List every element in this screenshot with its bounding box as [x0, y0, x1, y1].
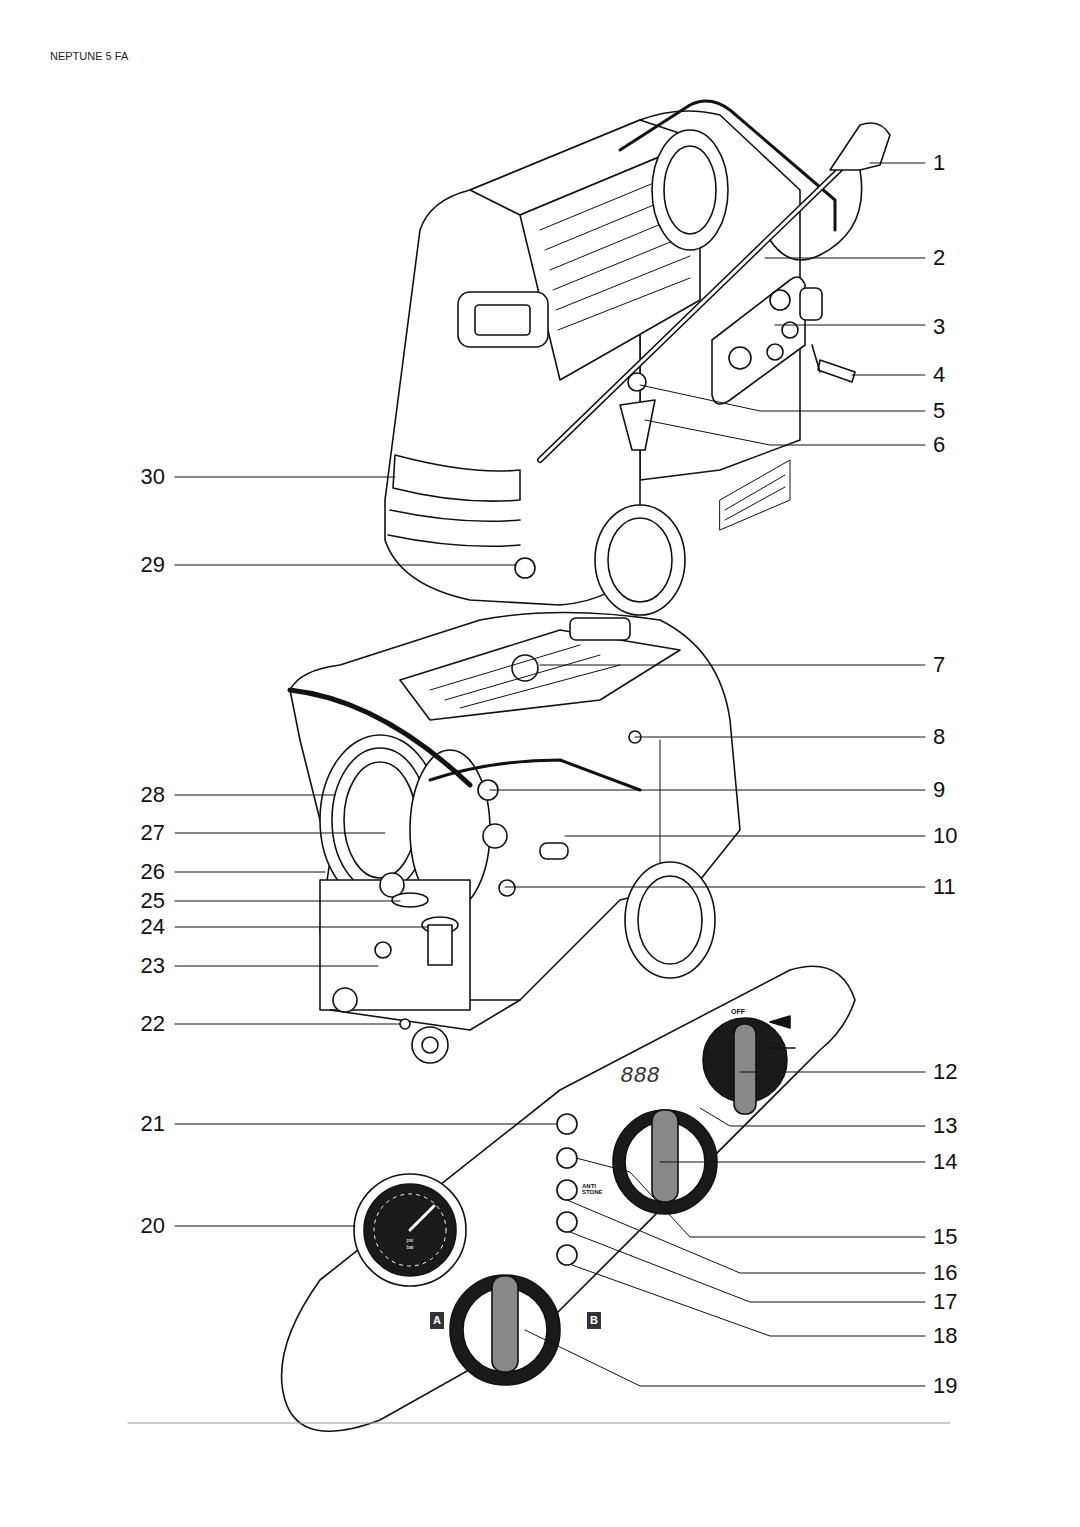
callout-number: 4 — [933, 364, 945, 386]
control-panel — [282, 966, 855, 1431]
footer-rule — [128, 1423, 950, 1424]
callout-number: 17 — [933, 1291, 957, 1313]
gauge-unit: psi — [407, 1238, 413, 1243]
callout-number: 16 — [933, 1262, 957, 1284]
callout-number: 2 — [933, 247, 945, 269]
callout-number: 14 — [933, 1151, 957, 1173]
callout-number: 11 — [933, 876, 956, 898]
callout-number: 7 — [933, 654, 945, 676]
leader-lines — [175, 163, 925, 1386]
panel-icons — [557, 1114, 577, 1265]
callout-number: 28 — [141, 784, 165, 806]
callout-number: 27 — [141, 822, 165, 844]
callout-number: 10 — [933, 825, 957, 847]
panel-text: OFF — [731, 1008, 745, 1015]
tank-letter: A — [433, 1315, 441, 1326]
callout-number: 20 — [141, 1215, 165, 1237]
callout-number: 15 — [933, 1226, 957, 1248]
header-text: NEPTUNE 5 FA — [50, 51, 128, 62]
callout-number: 22 — [141, 1013, 165, 1035]
gauge-unit: bar — [406, 1245, 413, 1250]
callout-number: 8 — [933, 726, 945, 748]
callout-number: 18 — [933, 1325, 957, 1347]
callout-number: 23 — [141, 955, 165, 977]
lower-machine — [290, 613, 740, 1064]
callout-number: 3 — [933, 316, 945, 338]
callout-number: 12 — [933, 1061, 957, 1083]
display-digits: 888 — [620, 1066, 660, 1088]
tank-letter: B — [590, 1315, 598, 1326]
callout-number: 29 — [141, 554, 165, 576]
callout-number: 13 — [933, 1115, 957, 1137]
callout-number: 19 — [933, 1375, 957, 1397]
upper-machine — [385, 101, 890, 615]
callout-number: 30 — [141, 466, 165, 488]
callout-number: 26 — [141, 861, 165, 883]
callout-number: 21 — [141, 1113, 165, 1135]
callout-number: 24 — [141, 916, 165, 938]
callout-number: 9 — [933, 779, 945, 801]
panel-text: ANTI STONE — [582, 1183, 612, 1195]
callout-number: 25 — [141, 890, 165, 912]
callout-number: 5 — [933, 400, 945, 422]
callout-number: 6 — [933, 434, 945, 456]
callout-number: 1 — [933, 152, 945, 174]
